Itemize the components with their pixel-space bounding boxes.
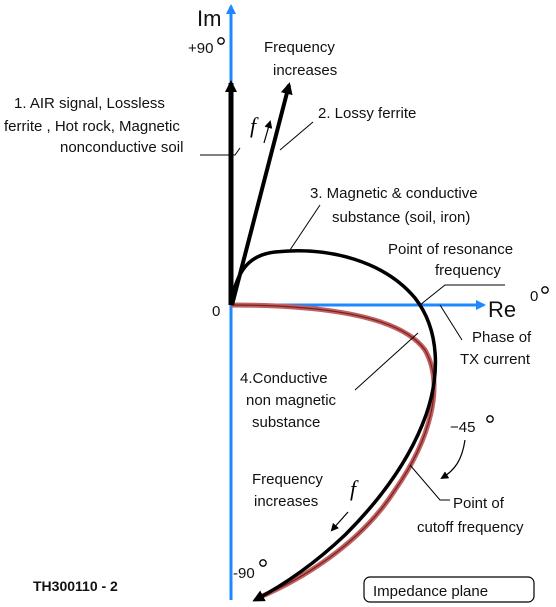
frequency-up-arrow [263,120,273,144]
freq-up-label-2: increases [273,62,337,79]
frequency-down-arrow [330,511,349,532]
freq-down-label-1: Frequency [252,471,323,488]
item3-line1: 3. Magnetic & conductive [310,185,478,202]
freq-up-label-1: Frequency [264,39,335,56]
freq-down-label-2: increases [254,493,318,510]
magnetic-conductive-curve [229,249,438,602]
item1-leader [200,147,241,156]
item1-line2: ferrite , Hot rock, Magnetic [4,118,180,135]
cutoff-leader [409,464,450,501]
cutoff-line1: Point of [453,495,505,512]
resonance-line1: Point of resonance [388,241,513,258]
minus90-label: -90 [233,565,255,582]
re-axis-label: Re [488,297,516,322]
plus90-degree [217,37,225,45]
origin-label: 0 [212,303,220,320]
resonance-line2: frequency [435,262,501,279]
item2-leader [279,121,314,151]
figure-id: TH300110 - 2 [33,578,118,594]
item4-line1: 4.Conductive [240,370,328,387]
minus45-arrow [440,439,466,480]
minus45-degree [486,415,494,423]
impedance-plane-box [363,576,535,603]
item4-line3: substance [252,414,320,431]
conductive-curve-edge [230,304,435,599]
item2-label: 2. Lossy ferrite [318,105,416,122]
minus90-degree [259,559,267,567]
item4-leader [354,332,419,391]
item4-line2: non magnetic [246,392,337,409]
phase-line1: Phase of [472,329,532,346]
conductive-curve [230,302,437,601]
zero-deg-label: 0 [530,288,538,305]
item1-line3: nonconductive soil [60,139,183,156]
plus90-label: +90 [188,40,213,57]
f-symbol-upper: f [250,113,259,138]
item1-line1: 1. AIR signal, Lossless [14,95,165,112]
f-symbol-lower: f [350,476,359,501]
impedance-plane-label: Impedance plane [373,583,488,600]
resonance-leader [419,284,505,306]
phase-leader [439,304,463,341]
cutoff-line2: cutoff frequency [417,519,524,536]
minus45-label: −45 [450,419,475,436]
phase-line2: TX current [460,351,531,368]
im-axis-label: Im [197,6,221,31]
item3-leader [289,204,321,251]
item3-line2: substance (soil, iron) [332,209,470,226]
zero-degree [541,286,549,294]
lossy-ferrite-vector [230,82,293,306]
